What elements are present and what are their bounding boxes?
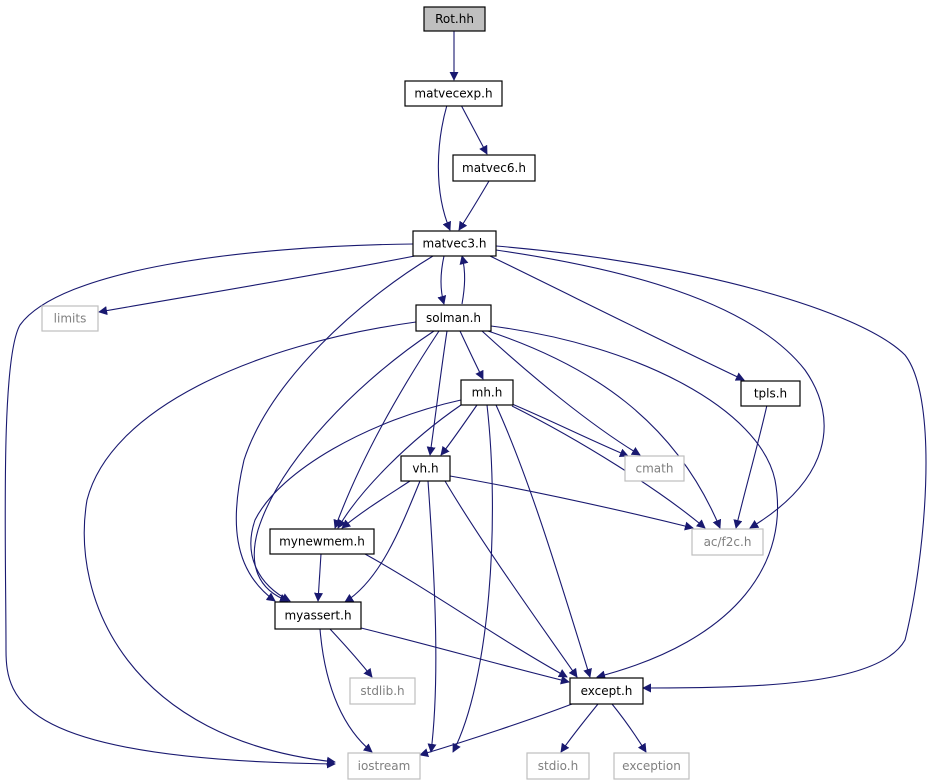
node-label: solman.h — [426, 311, 481, 325]
edge-mynewmem-except — [364, 553, 568, 678]
edge-tpls-f2c — [733, 404, 768, 529]
node-label: myassert.h — [284, 609, 351, 623]
node-tpls-h[interactable]: tpls.h — [740, 380, 801, 407]
edge-matvec6-matvec3 — [458, 180, 490, 231]
node-mynewmem-h[interactable]: mynewmem.h — [269, 528, 375, 555]
edge-mh-f2c — [511, 405, 706, 529]
node-label: matvec3.h — [423, 237, 487, 251]
edge-matvec3-solman — [437, 255, 447, 305]
node-matvecexp-h[interactable]: matvecexp.h — [404, 80, 503, 107]
edge-matvecexp-matvec3 — [437, 104, 451, 231]
edge-solman-vh — [426, 330, 448, 456]
edge-matvec3-except — [495, 245, 927, 693]
node-ac-f2c-h[interactable]: ac/f2c.h — [691, 528, 764, 556]
node-except-h[interactable]: except.h — [569, 677, 644, 705]
node-matvec6-h[interactable]: matvec6.h — [452, 154, 536, 182]
edge-solman-except — [490, 325, 779, 680]
edge-myassert-stdlib — [329, 628, 373, 678]
node-solman-h[interactable]: solman.h — [415, 304, 492, 332]
edge-matvecexp-matvec6 — [460, 104, 488, 155]
dependency-edges — [4, 31, 927, 769]
node-label: exception — [622, 759, 681, 773]
node-label: Rot.hh — [435, 12, 474, 26]
node-label: cmath — [636, 462, 674, 476]
node-iostream[interactable]: iostream — [347, 752, 421, 780]
edge-vh-mynewmem — [341, 480, 411, 529]
edge-matvec3-myassert — [235, 255, 434, 602]
node-label: matvecexp.h — [414, 87, 492, 101]
node-label: matvec6.h — [462, 161, 526, 175]
edge-vh-except — [444, 480, 578, 678]
edge-matvec3-f2c — [495, 249, 825, 529]
edge-mh-cmath — [511, 403, 629, 458]
node-label: except.h — [581, 684, 633, 698]
node-label: ac/f2c.h — [704, 535, 752, 549]
node-stdlib-h[interactable]: stdlib.h — [349, 677, 416, 705]
edge-matvec3-limits — [98, 253, 426, 316]
edge-mh-except — [495, 404, 592, 678]
edge-mh-vh — [440, 404, 478, 456]
edge-except-stdio — [560, 703, 599, 753]
node-label: mh.h — [472, 386, 503, 400]
edge-mh-myassert — [250, 399, 462, 602]
node-limits[interactable]: limits — [41, 305, 99, 332]
node-label: stdio.h — [538, 759, 578, 773]
node-rot-hh[interactable]: Rot.hh — [423, 6, 486, 32]
edge-solman-mynewmem — [333, 330, 440, 529]
node-cmath[interactable]: cmath — [624, 455, 685, 482]
edge-solman-iostream — [83, 321, 417, 766]
node-stdio-h[interactable]: stdio.h — [526, 752, 590, 780]
edge-except-exception — [611, 703, 647, 753]
edge-matvec3-tpls — [489, 255, 745, 381]
node-label: tpls.h — [754, 387, 787, 401]
edge-solman-f2c — [487, 330, 722, 529]
edge-mh-mynewmem — [337, 404, 462, 529]
node-label: stdlib.h — [360, 684, 404, 698]
edge-vh-myassert — [344, 480, 421, 603]
edge-mh-iostream — [452, 404, 493, 753]
edge-myassert-iostream — [319, 628, 373, 753]
edge-solman-matvec3 — [459, 255, 469, 305]
edge-vh-f2c — [449, 475, 694, 531]
node-exception[interactable]: exception — [613, 752, 690, 780]
edge-vh-iostream — [427, 480, 437, 753]
edge-solman-myassert — [253, 330, 435, 603]
edge-solman-cmath — [481, 330, 641, 456]
node-label: mynewmem.h — [279, 535, 365, 549]
node-vh-h[interactable]: vh.h — [400, 455, 451, 482]
node-mh-h[interactable]: mh.h — [460, 379, 514, 406]
node-label: limits — [54, 312, 87, 326]
node-matvec3-h[interactable]: matvec3.h — [412, 230, 497, 257]
edge-except-iostream — [419, 703, 573, 757]
edge-solman-mh — [459, 330, 484, 380]
edge-matvec3-iostream — [4, 243, 414, 769]
file-nodes: Rot.hh matvecexp.h matvec6.h matvec3.h l… — [41, 6, 801, 780]
node-label: vh.h — [412, 462, 438, 476]
edge-myassert-except — [360, 627, 570, 685]
node-myassert-h[interactable]: myassert.h — [274, 601, 362, 630]
node-label: iostream — [358, 759, 411, 773]
edge-mynewmem-myassert — [314, 553, 323, 602]
